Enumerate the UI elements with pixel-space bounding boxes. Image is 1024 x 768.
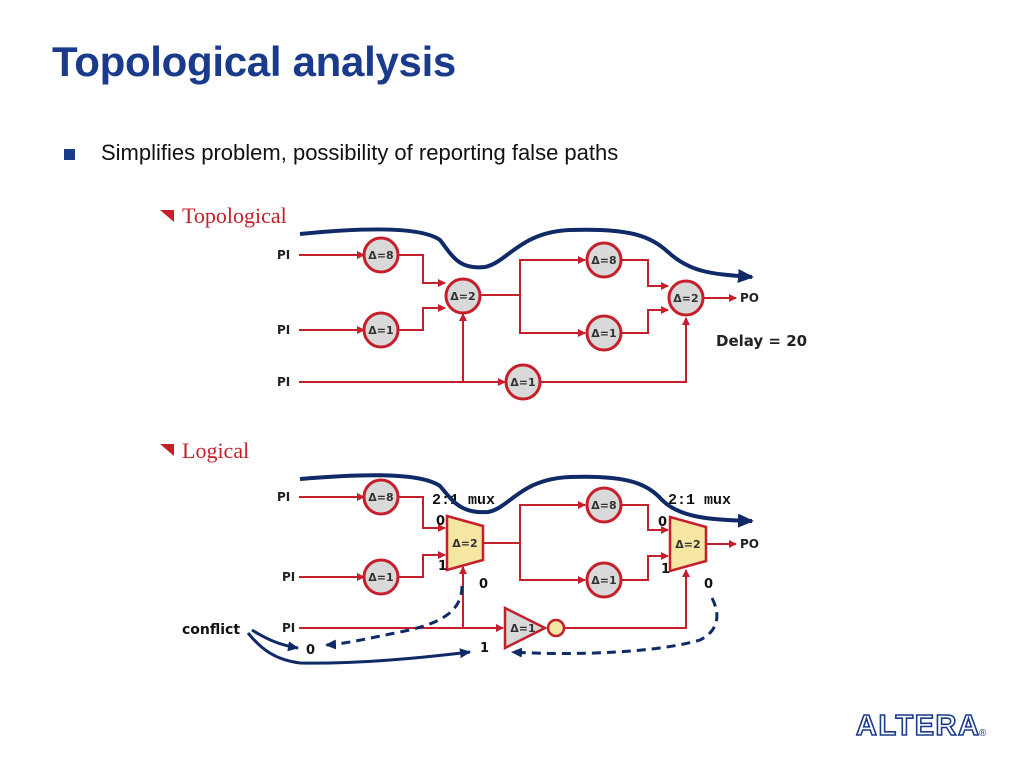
logic-gate: Δ=8 (585, 486, 623, 524)
topo-gate: Δ=8 (362, 236, 400, 274)
input-label: PI (277, 323, 290, 337)
output-label: PO (740, 537, 759, 551)
svg-text:Δ=1: Δ=1 (591, 327, 616, 340)
mux-pin-label: 0 (658, 515, 667, 530)
svg-text:Δ=2: Δ=2 (450, 290, 475, 303)
bullet-square-icon (64, 148, 75, 160)
topo-gate: Δ=1 (504, 363, 542, 401)
svg-text:Δ=1: Δ=1 (591, 574, 616, 587)
svg-text:Δ=1: Δ=1 (368, 324, 393, 337)
logic-wires (299, 493, 737, 632)
output-label: PO (740, 291, 759, 305)
select-value-label: 0 (704, 577, 713, 592)
logical-section: Logical Δ=8 Δ=1 Δ=2 (160, 438, 759, 665)
topo-gate: Δ=1 (585, 314, 623, 352)
mux-gate: Δ=2 (445, 514, 485, 572)
svg-text:Δ=8: Δ=8 (591, 499, 616, 512)
select-value-label: 1 (480, 641, 489, 656)
bullet-text: Simplifies problem, possibility of repor… (101, 140, 619, 165)
svg-text:Δ=8: Δ=8 (368, 249, 393, 262)
topo-gate: Δ=2 (667, 279, 705, 317)
conflict-feedback-paths (246, 585, 719, 665)
topological-section: Topological Δ=8 Δ=1 Δ=2 (160, 203, 807, 401)
mux-pin-label: 1 (438, 559, 447, 574)
svg-text:Δ=2: Δ=2 (452, 537, 477, 550)
svg-text:Δ=2: Δ=2 (675, 538, 700, 551)
svg-text:Δ=1: Δ=1 (510, 376, 535, 389)
topo-wires (299, 251, 737, 386)
topo-gate: Δ=2 (444, 277, 482, 315)
input-label: PI (277, 490, 290, 504)
topo-gate: Δ=8 (585, 241, 623, 279)
section-triangle-icon (160, 210, 174, 222)
svg-text:Δ=8: Δ=8 (591, 254, 616, 267)
critical-path (299, 473, 754, 528)
input-label: PI (277, 375, 290, 389)
section-heading: Topological (182, 203, 287, 228)
inverter-gate: Δ=1 (503, 605, 566, 651)
page-title: Topological analysis (52, 38, 456, 85)
svg-text:Δ=8: Δ=8 (368, 491, 393, 504)
svg-text:Δ=1: Δ=1 (510, 622, 535, 635)
delay-label: Delay = 20 (716, 332, 807, 350)
svg-text:Δ=1: Δ=1 (368, 571, 393, 584)
select-value-label: 0 (306, 643, 315, 658)
bullet-item: Simplifies problem, possibility of repor… (64, 140, 618, 166)
svg-text:Δ=2: Δ=2 (673, 292, 698, 305)
input-label: PI (282, 621, 295, 635)
topo-gate: Δ=1 (362, 311, 400, 349)
logic-gate: Δ=1 (362, 558, 400, 596)
logic-gate: Δ=1 (585, 561, 623, 599)
mux-pin-label: 0 (436, 514, 445, 529)
section-heading: Logical (182, 438, 249, 463)
registered-mark: ® (979, 728, 987, 739)
altera-logo: ALTERA ® (855, 709, 987, 740)
logo-text: ALTERA (856, 710, 980, 740)
input-label: PI (282, 570, 295, 584)
critical-path (299, 227, 754, 283)
logic-gate: Δ=8 (362, 478, 400, 516)
mux-pin-label: 1 (661, 562, 670, 577)
mux-label: 2:1 mux (668, 492, 731, 509)
section-triangle-icon (160, 444, 174, 456)
conflict-label: conflict (182, 622, 240, 638)
mux-gate: Δ=2 (668, 515, 708, 573)
select-value-label: 0 (479, 577, 488, 592)
input-label: PI (277, 248, 290, 262)
